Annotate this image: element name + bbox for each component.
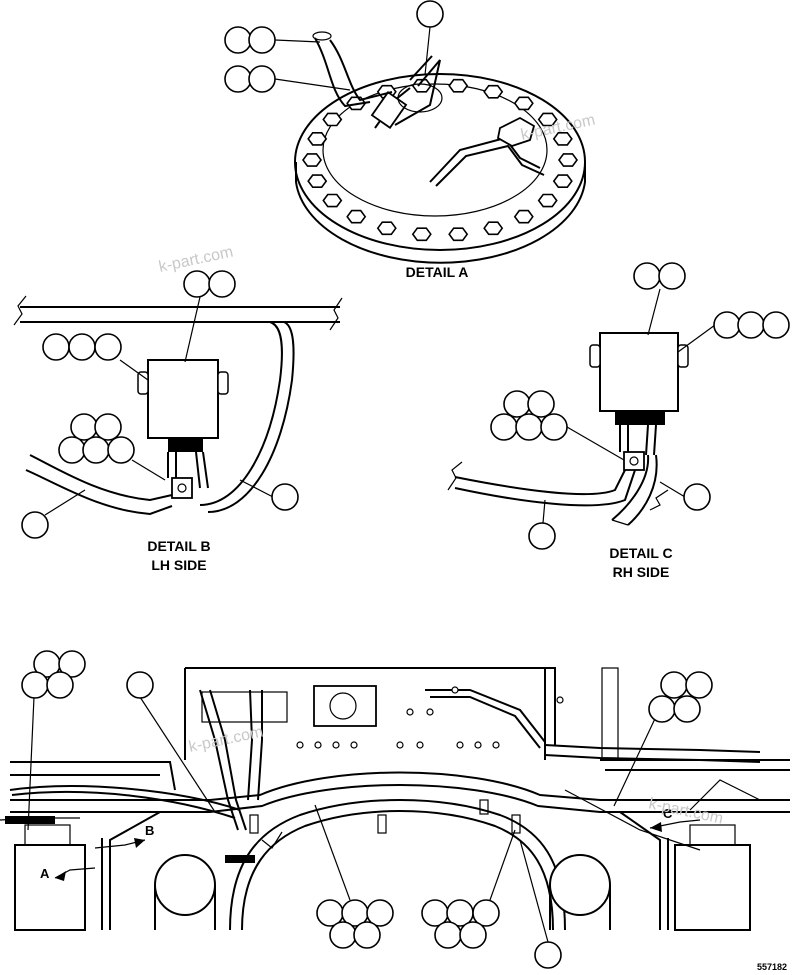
callout-balloons-c xyxy=(490,262,790,550)
view-c-label: C xyxy=(663,806,673,821)
bolt-head xyxy=(483,84,504,99)
callout-balloons-b xyxy=(21,270,299,539)
detail-a-label: DETAIL A xyxy=(406,264,469,280)
bolt-head xyxy=(411,227,432,242)
view-a-label: A xyxy=(40,866,50,881)
bolt-head xyxy=(558,153,578,167)
panel-fastener xyxy=(406,708,414,716)
callout-leaders-b xyxy=(44,296,274,516)
callout-leaders-a xyxy=(274,26,431,91)
bolt-head xyxy=(537,112,558,127)
bolt-head xyxy=(346,209,367,224)
main-view-illustration xyxy=(0,667,790,931)
bolt-head xyxy=(322,112,343,127)
detail-c-label-line2: RH SIDE xyxy=(613,564,670,580)
drawing-number: 557182 xyxy=(757,962,787,972)
panel-fastener xyxy=(492,741,500,749)
detail-c-illustration xyxy=(447,332,689,526)
callout-balloons-main xyxy=(21,650,713,969)
panel-fastener xyxy=(332,741,340,749)
callout-balloons-a xyxy=(224,0,444,93)
bolt-head xyxy=(552,132,573,146)
panel-fastener xyxy=(556,696,564,704)
bolt-head xyxy=(307,132,328,146)
detail-c-label-line1: DETAIL C xyxy=(609,545,672,561)
detail-b-label-line2: LH SIDE xyxy=(151,557,206,573)
bolt-head xyxy=(448,227,469,242)
view-b-label: B xyxy=(145,823,154,838)
bolt-head xyxy=(483,221,504,236)
bolt-head xyxy=(537,193,558,208)
detail-b-label-line1: DETAIL B xyxy=(147,538,210,554)
panel-fastener xyxy=(314,741,322,749)
panel-fastener xyxy=(474,741,482,749)
panel-fasteners xyxy=(296,686,564,749)
bolt-head xyxy=(322,193,343,208)
bolt-head xyxy=(411,78,432,93)
detail-b-illustration xyxy=(13,295,343,516)
bolt-head xyxy=(448,78,469,93)
panel-fastener xyxy=(416,741,424,749)
callout-leaders-main xyxy=(27,696,661,943)
bolt-head xyxy=(552,174,573,188)
callout-leaders-c xyxy=(542,288,716,524)
bolt-head xyxy=(302,153,322,167)
panel-fastener xyxy=(396,741,404,749)
panel-fastener xyxy=(456,741,464,749)
panel-fastener xyxy=(296,741,304,749)
panel-fastener xyxy=(350,741,358,749)
panel-fastener xyxy=(426,708,434,716)
bolt-head xyxy=(513,96,534,111)
bolt-head xyxy=(376,221,397,236)
panel-fastener xyxy=(451,686,459,694)
bolt-head xyxy=(307,174,328,188)
detail-a-illustration xyxy=(294,31,586,264)
bolt-head xyxy=(513,209,534,224)
